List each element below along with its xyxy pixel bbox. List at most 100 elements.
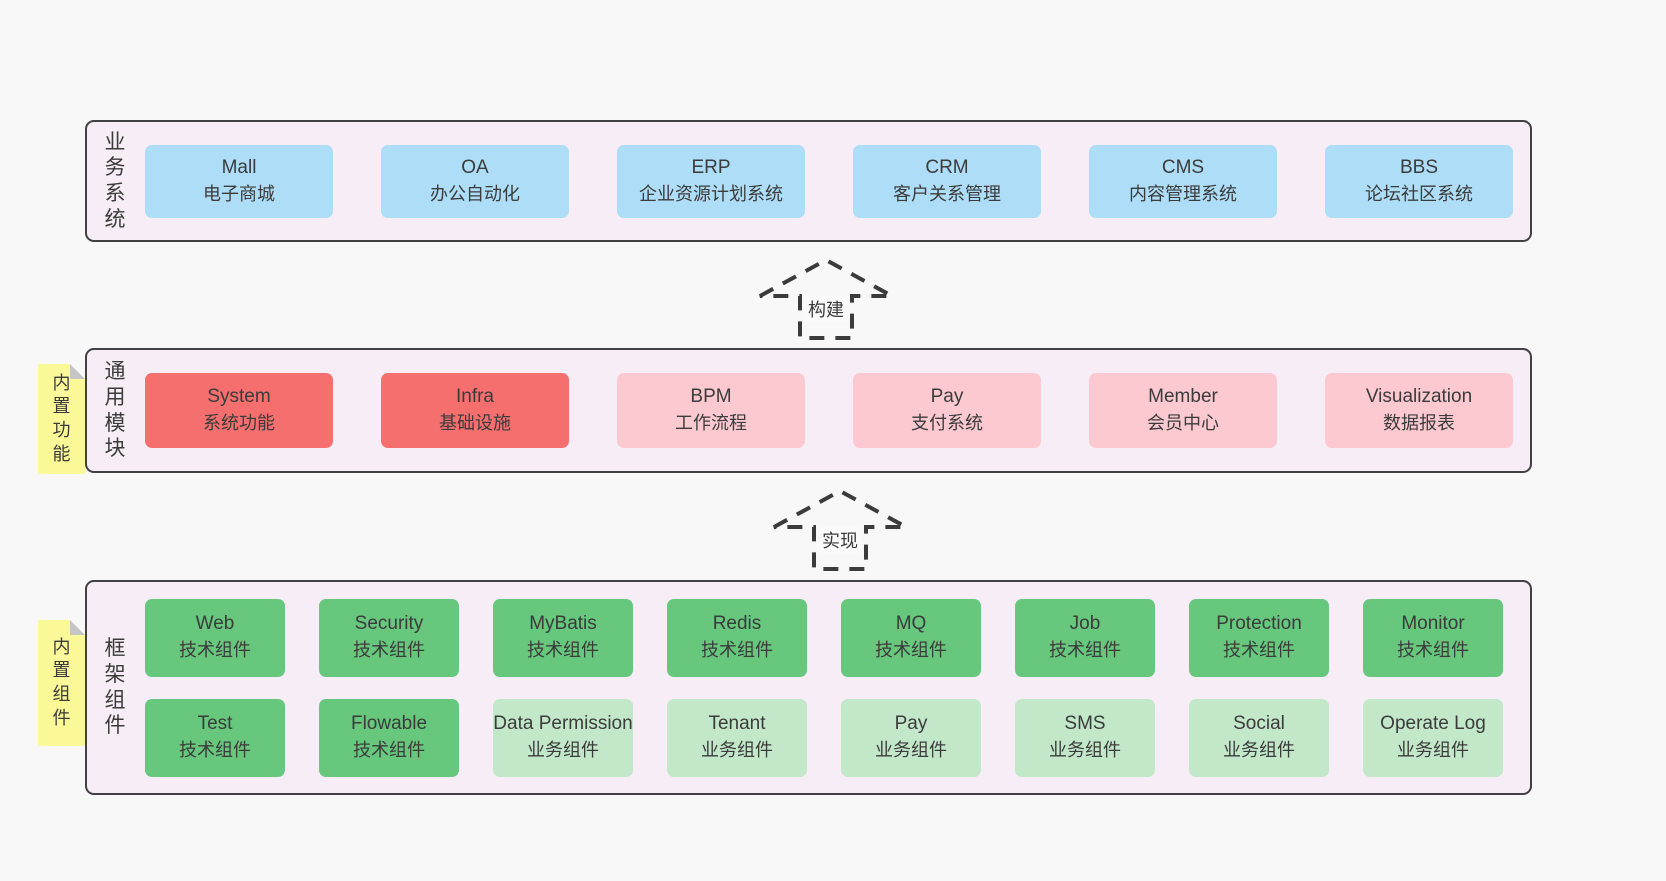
card-title: Tenant [708, 713, 766, 735]
framework-component-card: Data Permission 业务组件 [493, 698, 633, 777]
framework-component-card: Monitor 技术组件 [1363, 598, 1503, 677]
card-title: Data Permission [493, 713, 633, 735]
framework-component-card: Redis 技术组件 [667, 598, 807, 677]
business-box-row: Mall 电子商城 OA 办公自动化 ERP 企业资源计划系统 CRM 客户关系… [145, 144, 1513, 218]
card-subtitle: 技术组件 [179, 740, 251, 761]
card-subtitle: 工作流程 [675, 413, 747, 434]
build-arrow: 构建 [756, 256, 896, 342]
framework-box-row-1: Web 技术组件 Security 技术组件 MyBatis 技术组件 [145, 598, 1503, 677]
framework-component-card: Web 技术组件 [145, 598, 285, 677]
card-title: Security [354, 613, 424, 635]
business-system-card: CRM 客户关系管理 [853, 144, 1041, 218]
card-title: OA [461, 156, 489, 178]
card-title: CMS [1161, 156, 1205, 178]
card-subtitle: 业务组件 [1223, 740, 1295, 761]
card-title: BPM [690, 386, 732, 408]
card-title: Monitor [1401, 613, 1465, 635]
business-system-card: CMS 内容管理系统 [1089, 144, 1277, 218]
card-title: CRM [925, 156, 969, 178]
card-subtitle: 技术组件 [353, 740, 425, 761]
module-card: BPM 工作流程 [617, 373, 805, 448]
card-subtitle: 企业资源计划系统 [639, 183, 783, 204]
built-in-features-sticky-note: 内置功能 [38, 364, 85, 474]
card-subtitle: 支付系统 [911, 413, 983, 434]
card-title: Social [1233, 713, 1285, 735]
up-block-arrow-icon [773, 488, 907, 571]
card-title: Flowable [350, 713, 428, 735]
framework-component-card: MQ 技术组件 [841, 598, 981, 677]
framework-component-card: Pay 业务组件 [841, 698, 981, 777]
sticky-note-label: 内置组件 [52, 636, 71, 728]
framework-component-card: Social 业务组件 [1189, 698, 1329, 777]
card-title: MQ [895, 613, 927, 635]
framework-component-card: Protection 技术组件 [1189, 598, 1329, 677]
framework-component-card: MyBatis 技术组件 [493, 598, 633, 677]
card-title: Pay [930, 386, 964, 408]
card-title: Web [195, 613, 235, 635]
card-title: Protection [1216, 613, 1302, 635]
card-subtitle: 技术组件 [353, 640, 425, 661]
section-label-framework: 框架组件 [104, 637, 126, 738]
business-system-card: Mall 电子商城 [145, 144, 333, 218]
card-subtitle: 技术组件 [1049, 640, 1121, 661]
modules-box-row: System 系统功能 Infra 基础设施 BPM 工作流程 Pay 支付系统 [145, 373, 1513, 448]
module-card: Member 会员中心 [1089, 373, 1277, 448]
card-title: Test [197, 713, 233, 735]
business-system-card: OA 办公自动化 [381, 144, 569, 218]
common-modules-section: 通用模块 System 系统功能 Infra 基础设施 BPM 工作流程 [85, 348, 1532, 473]
card-title: Operate Log [1380, 713, 1486, 735]
card-subtitle: 办公自动化 [430, 183, 520, 204]
card-subtitle: 基础设施 [439, 413, 511, 434]
business-system-card: ERP 企业资源计划系统 [617, 144, 805, 218]
card-title: Redis [712, 613, 762, 635]
up-block-arrow-icon [759, 257, 893, 340]
section-label-modules: 通用模块 [104, 360, 126, 461]
card-subtitle: 业务组件 [527, 740, 599, 761]
card-subtitle: 论坛社区系统 [1365, 183, 1473, 204]
card-subtitle: 会员中心 [1147, 413, 1219, 434]
business-system-card: BBS 论坛社区系统 [1325, 144, 1513, 218]
framework-component-card: Operate Log 业务组件 [1363, 698, 1503, 777]
card-subtitle: 业务组件 [701, 740, 773, 761]
card-subtitle: 电子商城 [203, 183, 275, 204]
business-systems-section: 业务系统 Mall 电子商城 OA 办公自动化 ERP 企业资源计划系统 [85, 120, 1532, 242]
card-subtitle: 技术组件 [527, 640, 599, 661]
implement-arrow-label: 实现 [818, 527, 862, 553]
section-label-business: 业务系统 [104, 130, 126, 231]
module-card: Pay 支付系统 [853, 373, 1041, 448]
build-arrow-label: 构建 [804, 296, 848, 322]
card-subtitle: 技术组件 [1397, 640, 1469, 661]
framework-component-card: SMS 业务组件 [1015, 698, 1155, 777]
framework-component-card: Job 技术组件 [1015, 598, 1155, 677]
card-title: Visualization [1365, 386, 1473, 408]
sticky-note-label: 内置功能 [52, 372, 71, 464]
framework-components-section: 框架组件 Web 技术组件 Security 技术组件 MyBatis [85, 580, 1532, 795]
card-subtitle: 业务组件 [1049, 740, 1121, 761]
framework-rows: Web 技术组件 Security 技术组件 MyBatis 技术组件 [145, 598, 1503, 777]
card-title: Mall [221, 156, 257, 178]
card-subtitle: 技术组件 [1223, 640, 1295, 661]
card-title: ERP [691, 156, 731, 178]
card-title: Infra [455, 386, 495, 408]
card-title: System [207, 386, 271, 408]
implement-arrow: 实现 [770, 487, 910, 573]
card-subtitle: 客户关系管理 [893, 183, 1001, 204]
framework-component-card: Security 技术组件 [319, 598, 459, 677]
card-title: Member [1148, 386, 1218, 408]
framework-component-card: Test 技术组件 [145, 698, 285, 777]
card-subtitle: 内容管理系统 [1129, 183, 1237, 204]
card-title: SMS [1064, 713, 1106, 735]
module-card: Visualization 数据报表 [1325, 373, 1513, 448]
built-in-components-sticky-note: 内置组件 [38, 620, 85, 746]
card-title: Pay [894, 713, 928, 735]
card-subtitle: 技术组件 [179, 640, 251, 661]
card-subtitle: 业务组件 [875, 740, 947, 761]
framework-box-row-2: Test 技术组件 Flowable 技术组件 Data Permission … [145, 698, 1503, 777]
card-subtitle: 技术组件 [875, 640, 947, 661]
module-card: System 系统功能 [145, 373, 333, 448]
module-card: Infra 基础设施 [381, 373, 569, 448]
card-title: MyBatis [529, 613, 597, 635]
card-title: BBS [1399, 156, 1439, 178]
card-subtitle: 系统功能 [203, 413, 275, 434]
